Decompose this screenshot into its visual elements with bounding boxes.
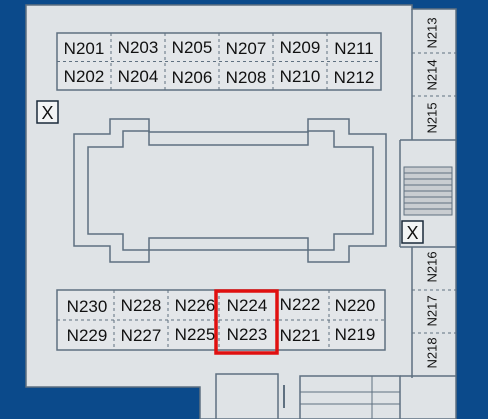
- room-label-n229[interactable]: N229: [67, 326, 108, 345]
- room-label-n213[interactable]: N213: [424, 17, 439, 48]
- stairs: [403, 166, 453, 216]
- atrium-outline-inner: [87, 130, 374, 251]
- marker-x-left-label: X: [41, 103, 53, 123]
- room-label-n225[interactable]: N225: [175, 325, 216, 344]
- room-label-n228[interactable]: N228: [121, 296, 162, 315]
- room-label-n220[interactable]: N220: [335, 296, 376, 315]
- marker-x-right[interactable]: X: [401, 220, 424, 244]
- room-label-n216[interactable]: N216: [424, 251, 439, 282]
- room-label-n203[interactable]: N203: [118, 38, 159, 57]
- room-label-n221[interactable]: N221: [280, 326, 321, 345]
- highlighted-room-box[interactable]: [214, 289, 279, 355]
- room-label-n230[interactable]: N230: [67, 297, 108, 316]
- room-label-n219[interactable]: N219: [335, 325, 376, 344]
- room-label-n215[interactable]: N215: [424, 102, 439, 133]
- marker-x-right-label: X: [406, 223, 418, 243]
- room-label-n214[interactable]: N214: [424, 59, 439, 90]
- room-label-n208[interactable]: N208: [226, 68, 267, 87]
- marker-x-left[interactable]: X: [36, 100, 59, 124]
- right-column-dividers: [412, 52, 456, 334]
- room-label-n227[interactable]: N227: [121, 326, 162, 345]
- room-label-n223[interactable]: N223: [227, 325, 268, 344]
- room-label-n224[interactable]: N224: [227, 296, 268, 315]
- room-label-n210[interactable]: N210: [280, 67, 321, 86]
- room-label-n202[interactable]: N202: [64, 67, 105, 86]
- bottom-structures: [215, 373, 456, 419]
- room-label-n204[interactable]: N204: [118, 67, 159, 86]
- room-label-n217[interactable]: N217: [424, 295, 439, 326]
- room-label-n211[interactable]: N211: [334, 39, 373, 58]
- atrium-outline-outer: [73, 118, 387, 263]
- room-label-n209[interactable]: N209: [280, 38, 321, 57]
- room-label-n212[interactable]: N212: [334, 68, 375, 87]
- room-label-n206[interactable]: N206: [172, 68, 213, 87]
- room-label-n207[interactable]: N207: [226, 39, 267, 58]
- room-label-n205[interactable]: N205: [172, 38, 213, 57]
- room-label-n201[interactable]: N201: [64, 39, 105, 58]
- top-room-block: [56, 32, 382, 91]
- room-label-n218[interactable]: N218: [424, 337, 439, 368]
- room-label-n226[interactable]: N226: [175, 296, 216, 315]
- bottom-room-block: [56, 289, 386, 351]
- room-label-n222[interactable]: N222: [280, 295, 321, 314]
